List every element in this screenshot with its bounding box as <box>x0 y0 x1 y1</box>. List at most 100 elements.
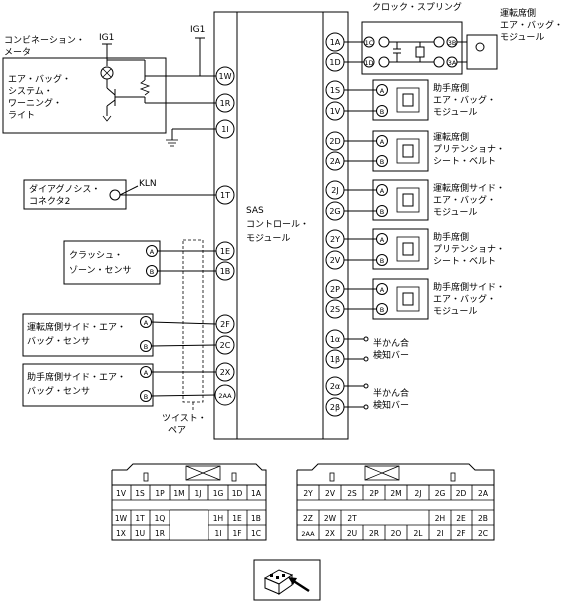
warning-light-label-3: ワーニング・ <box>8 97 62 109</box>
driver-side-airbag-sensor: 運転席側サイド・エア・ バッグ・センサ <box>22 313 154 357</box>
driver-sensor-label-1: 運転席側サイド・エア・ <box>27 321 126 333</box>
driver-sensor-pin-a: A <box>144 319 149 327</box>
module-passenger-pretensioner: A B 助手席側 プリテンショナ・ シート・ベルト <box>372 228 505 270</box>
cr-r2-c8: 2C <box>478 529 488 538</box>
cr-r0-c1: 2V <box>325 489 336 498</box>
cl-r1-c1: 1T <box>135 514 145 523</box>
cr-r0-c3: 2P <box>369 489 379 498</box>
module-driver-airbag-3: モジュール <box>500 33 544 43</box>
m2-pin-a: A <box>380 138 385 146</box>
cr-r1-c2: 2T <box>347 514 357 523</box>
m1-label-3: モジュール <box>433 108 477 118</box>
m2-pin-b: B <box>380 158 384 166</box>
clock-spring-icon <box>415 46 425 58</box>
cr-r0-c8: 2A <box>478 489 489 498</box>
m3-label-1: 運転席側サイド・ <box>433 182 505 194</box>
pin-1i: 1I <box>221 125 228 134</box>
pin-1a: 1A <box>330 38 341 47</box>
ig1-center-label: IG1 <box>190 25 205 35</box>
cr-r2-c0: 2AA <box>301 530 315 538</box>
m3-pin-b: B <box>380 208 384 216</box>
crash-pin-b: B <box>150 268 154 276</box>
passenger-sensor-label-1: 助手席側サイド・エア・ <box>27 371 126 383</box>
cr-r0-c7: 2D <box>456 489 467 498</box>
pin-2f: 2F <box>220 320 230 329</box>
cl-r1-c7: 1B <box>251 514 261 523</box>
harness-side-view-icon <box>253 559 321 601</box>
clock-spring-label: クロック・スプリング <box>372 1 462 13</box>
pin-2g: 2G <box>329 207 340 216</box>
pin-2beta: 2β <box>330 403 340 412</box>
pin-1s: 1S <box>330 86 340 95</box>
clock-pin-3b: 3B <box>448 39 457 47</box>
cl-r0-c4: 1J <box>195 489 202 498</box>
crash-zone-sensor: クラッシュ・ ゾーン・センサ <box>63 240 161 285</box>
module-passenger-side-airbag: A B 助手席側サイド・ エア・バッグ・ モジュール <box>372 278 505 320</box>
m3-pin-a: A <box>380 187 385 195</box>
twist-pair-box <box>182 239 204 403</box>
pin-1b: 1B <box>220 267 231 276</box>
pin-2c: 2C <box>220 341 231 350</box>
clock-pin-1c: 1C <box>365 39 374 47</box>
driver-sensor-label-2: バッグ・センサ <box>27 335 90 347</box>
module-driver-airbag-2: エア・バッグ・ <box>500 19 563 31</box>
pin-2a: 2A <box>330 157 341 166</box>
m2-label-2: プリテンショナ・ <box>433 144 505 155</box>
cr-r2-c2: 2U <box>347 529 357 538</box>
cr-r1-c7: 2E <box>456 514 466 523</box>
diag-connector-label-1: ダイアグノシス・ <box>29 183 100 195</box>
module-passenger-airbag: A B 助手席側 エア・バッグ・ モジュール <box>372 79 496 121</box>
cr-r0-c6: 2G <box>435 489 446 498</box>
diag-connector-label-2: コネクタ2 <box>29 196 70 207</box>
cl-r0-c3: 1M <box>173 489 184 498</box>
passenger-sensor-label-2: バッグ・センサ <box>27 385 90 397</box>
twist-pair-label-1: ツイスト・ <box>162 414 207 424</box>
cl-r0-c0: 1V <box>116 489 127 498</box>
driver-sensor-pin-b: B <box>144 343 148 351</box>
pin-2d: 2D <box>329 137 340 146</box>
warning-light-label-4: ライト <box>8 110 35 121</box>
cl-r0-c1: 1S <box>135 489 145 498</box>
combination-meter-label-2: メータ <box>4 47 31 58</box>
crash-sensor-label-1: クラッシュ・ <box>69 250 123 261</box>
warning-light-label-1: エア・バッグ・ <box>8 73 71 85</box>
module-driver-airbag-1: 運転席側 <box>500 7 536 19</box>
m2-label-3: シート・ベルト <box>433 157 496 167</box>
half-latch-1-label-1: 半かん合 <box>373 337 409 349</box>
pin-2alpha: 2α <box>330 382 340 391</box>
m3-label-2: エア・バッグ・ <box>433 194 496 206</box>
m4-label-3: シート・ベルト <box>433 257 496 267</box>
pin-2aa: 2AA <box>218 392 232 400</box>
cr-r2-c4: 2O <box>391 529 402 538</box>
cl-r2-c5: 1I <box>215 529 222 538</box>
pin-1r: 1R <box>220 99 231 108</box>
pin-1t: 1T <box>220 191 230 200</box>
m5-label-3: モジュール <box>433 307 477 317</box>
clock-spring-box <box>361 21 463 75</box>
cl-r0-c5: 1G <box>213 489 224 498</box>
m4-pin-b: B <box>380 257 384 265</box>
cr-r0-c0: 2Y <box>303 489 313 498</box>
resistor-icon <box>139 79 151 96</box>
cr-r2-c5: 2L <box>414 529 424 538</box>
pin-2x: 2X <box>220 368 231 377</box>
pin-1alpha: 1α <box>330 335 340 344</box>
pin-2v: 2V <box>330 256 341 265</box>
sas-line3: モジュール <box>246 234 290 244</box>
kln-label: KLN <box>139 179 157 189</box>
module-driver-side-airbag: A B 運転席側サイド・ エア・バッグ・ モジュール <box>372 179 505 221</box>
m4-label-2: プリテンショナ・ <box>433 244 505 255</box>
m1-pin-a: A <box>380 87 385 95</box>
cr-r0-c5: 2J <box>415 489 422 498</box>
pin-2p: 2P <box>330 285 340 294</box>
sas-title: SAS <box>246 206 264 216</box>
cr-r0-c4: 2M <box>390 489 401 498</box>
cr-r1-c6: 2H <box>435 514 445 523</box>
warning-light-label-2: システム・ <box>8 86 53 97</box>
clock-pin-1d: 1D <box>364 59 373 67</box>
m1-label-2: エア・バッグ・ <box>433 94 496 106</box>
cr-r2-c6: 2I <box>437 529 444 538</box>
combination-meter-label: コンビネーション・ <box>4 35 85 46</box>
pin-2j: 2J <box>331 186 338 195</box>
